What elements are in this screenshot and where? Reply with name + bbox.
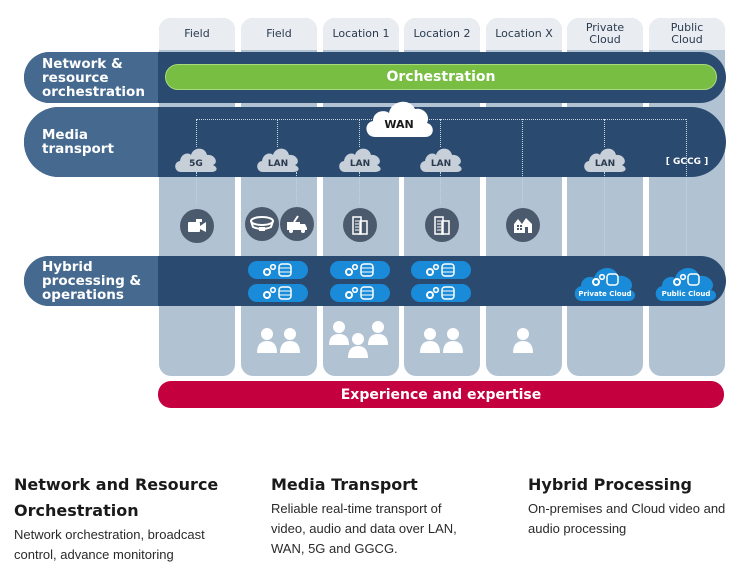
column-header: Public Cloud	[649, 18, 725, 50]
processing-pill	[330, 284, 390, 302]
column-header: Private Cloud	[567, 18, 643, 50]
network-line	[686, 119, 687, 264]
orchestration-label: Network & resource orchestration	[42, 56, 145, 100]
people-icon	[257, 328, 300, 353]
cloud-icon	[420, 148, 462, 172]
network-line	[277, 119, 278, 147]
network-line	[604, 119, 605, 147]
section-body: Network orchestration, broadcast control…	[14, 527, 205, 562]
ob-van-icon	[280, 207, 314, 241]
node-label: 5G	[189, 159, 203, 169]
people-icon	[329, 321, 388, 358]
gear-database-icon	[263, 263, 292, 277]
node-lan: LAN	[418, 143, 464, 173]
cloud-icon	[339, 148, 381, 172]
network-line	[440, 119, 441, 147]
section-title: Media Transport	[271, 475, 418, 494]
person-icon	[513, 328, 533, 353]
orchestration-bar: Orchestration	[165, 64, 717, 90]
gear-database-icon	[345, 263, 374, 277]
stadium-icon	[245, 207, 279, 241]
gear-database-icon	[426, 286, 455, 300]
people-icon	[420, 328, 463, 353]
media-label: Media transport	[42, 127, 114, 157]
public-cloud-label: Public Cloud	[661, 290, 711, 298]
private-cloud-processing: Private Cloud	[572, 262, 638, 302]
node-label: LAN	[594, 159, 616, 169]
hybrid-label: Hybrid processing & operations	[42, 259, 142, 303]
cloud-icon	[655, 267, 717, 301]
gear-database-icon	[263, 286, 292, 300]
network-line	[440, 172, 441, 204]
experience-bar: Experience and expertise	[158, 381, 724, 408]
hybrid-label-bg	[24, 256, 158, 306]
orchestration-label-bg	[24, 52, 158, 103]
network-line	[359, 119, 360, 147]
node-lan: LAN	[255, 143, 301, 173]
column-header: Location 2	[404, 18, 480, 50]
processing-pill	[411, 284, 471, 302]
cloud-icon	[584, 148, 626, 172]
house-icon	[506, 208, 540, 242]
private-cloud-label: Private Cloud	[578, 290, 632, 298]
section-body: On-premises and Cloud video and audio pr…	[528, 501, 726, 536]
node-5g: 5G	[173, 143, 219, 173]
processing-pill	[248, 261, 308, 279]
building-icon	[343, 208, 377, 242]
network-line	[196, 119, 686, 120]
node-lan: LAN	[337, 143, 383, 173]
section-title: Hybrid Processing	[528, 475, 692, 494]
column-header: Field	[241, 18, 317, 50]
cloud-icon	[574, 267, 636, 301]
column-header: Field	[159, 18, 235, 50]
cloud-icon	[257, 148, 299, 172]
cloud-icon	[366, 101, 433, 137]
column-header: Location X	[486, 18, 562, 50]
node-lan: LAN	[582, 143, 628, 173]
wan-label: WAN	[384, 118, 414, 131]
processing-pill	[248, 284, 308, 302]
building-icon	[425, 208, 459, 242]
public-cloud-processing: Public Cloud	[653, 262, 719, 302]
node-label: LAN	[430, 159, 452, 169]
section-title: Network and Resource Orchestration	[14, 475, 219, 520]
gear-database-icon	[345, 286, 374, 300]
gear-database-icon	[426, 263, 455, 277]
column-header: Location 1	[323, 18, 399, 50]
network-line	[296, 172, 297, 204]
media-label-bg	[24, 107, 158, 177]
network-line	[604, 172, 605, 264]
node-label: LAN	[267, 159, 289, 169]
network-line	[522, 119, 523, 204]
camera-icon	[180, 209, 214, 243]
node-gccg: [ GCCG ]	[665, 157, 709, 167]
processing-pill	[330, 261, 390, 279]
processing-pill	[411, 261, 471, 279]
node-label: LAN	[349, 159, 371, 169]
network-line	[196, 119, 197, 147]
wan-cloud: WAN	[361, 93, 437, 139]
network-line	[359, 172, 360, 204]
network-line	[196, 172, 197, 204]
section-body: Reliable real-time transport of video, a…	[271, 501, 457, 556]
cloud-icon	[175, 148, 217, 172]
